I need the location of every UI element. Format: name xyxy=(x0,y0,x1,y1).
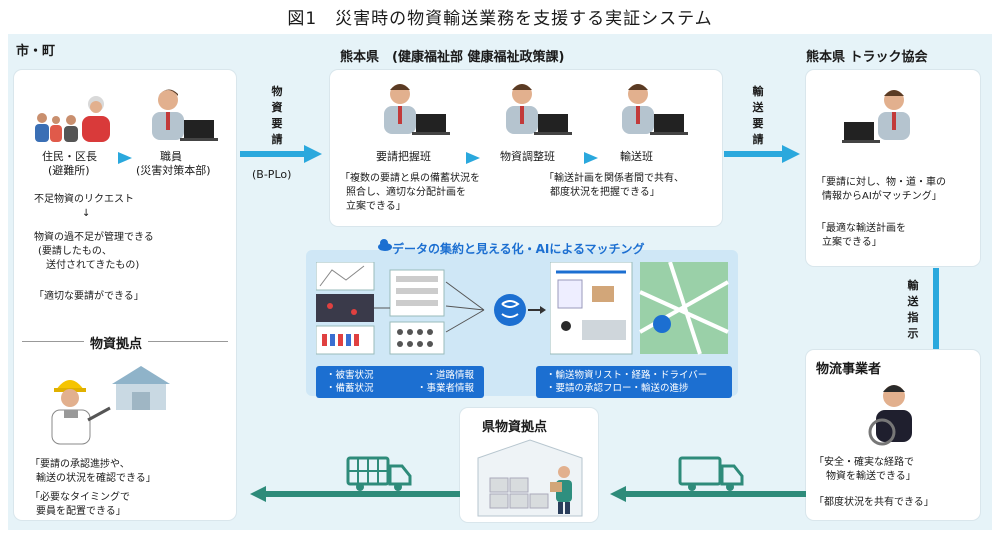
arrow-logistics-to-depot xyxy=(610,486,806,502)
label-transport-instruction: 輸送指示 xyxy=(907,279,919,340)
truck-icon-left xyxy=(346,456,412,491)
arrow-transport-request xyxy=(724,145,800,163)
input-data-graphics xyxy=(316,262,485,355)
city-line2: 物資の過不足が管理できる xyxy=(34,232,154,243)
truck-icon-right xyxy=(678,456,744,491)
pref-depot-heading: 県物資拠点 xyxy=(482,420,548,435)
depot-building-icon xyxy=(112,366,170,410)
team1-label: 要請把握班 xyxy=(376,150,431,163)
driver-icon xyxy=(868,385,912,446)
depot-quote1-l2: 輸送の状況を確認できる」 xyxy=(36,473,156,484)
pref-quote2-l2: 都度状況を把握できる」 xyxy=(550,187,660,198)
warehouse-boxes-icon xyxy=(477,439,583,517)
ai-brain-icon xyxy=(494,294,546,326)
output-data-graphics xyxy=(550,262,729,355)
system-name: (B-PLo) xyxy=(252,168,292,181)
label-transport-request: 輸送要請 xyxy=(752,85,764,146)
output-data-list: ・輸送物資リスト・経路・ドライバー ・要請の承認フロー・輸送の進捗 xyxy=(536,366,732,398)
pref-quote2-l1: 「輸送計画を関係者間で共有、 xyxy=(544,173,684,184)
truck-quote2-l2: 立案できる」 xyxy=(822,237,882,248)
pref-quote1-l3: 立案できる」 xyxy=(346,201,406,212)
cloud-icon xyxy=(378,239,392,251)
label-material-request: 物資要請 xyxy=(271,85,283,146)
city-card xyxy=(14,70,236,520)
input-data-list: ・被害状況・道路情報 ・備蓄状況・事業者情報 xyxy=(316,366,484,398)
team2-person-icon xyxy=(506,84,572,135)
city-down-arrow: ↓ xyxy=(82,208,91,219)
staff-sub: (災害対策本部) xyxy=(136,164,211,177)
pref-quote1-l1: 「複数の要請と県の備蓄状況を xyxy=(340,173,480,184)
city-line1: 不足物資のリクエスト xyxy=(34,194,134,205)
arrow-material-request xyxy=(240,145,322,163)
residents-icon xyxy=(35,96,110,142)
staff-label: 職員 xyxy=(160,150,182,163)
team3-person-icon xyxy=(622,84,688,135)
logistics-quote1-l2: 物資を輸送できる」 xyxy=(826,471,916,482)
arrow-resident-to-staff xyxy=(118,152,132,164)
depot-heading: 物資拠点 xyxy=(84,333,149,352)
logistics-quote1-l1: 「安全・確実な経路で xyxy=(814,457,914,468)
arrow-pref-depot-to-depot xyxy=(250,486,460,502)
figure-title: 図1 災害時の物資輸送業務を支援する実証システム xyxy=(287,9,713,29)
truck-quote1-l1: 「要請に対し、物・道・車の xyxy=(816,177,946,188)
team3-label: 輸送班 xyxy=(620,150,653,163)
logistics-quote2: 「都度状況を共有できる」 xyxy=(814,497,934,508)
arrow-team2-to-team3 xyxy=(584,152,598,164)
depot-quote1-l1: 「要請の承認進捗や、 xyxy=(30,459,130,470)
staff-icon xyxy=(152,89,218,141)
truck-assoc-person-icon xyxy=(842,90,910,143)
truck-quote2-l1: 「最適な輸送計画を xyxy=(816,223,906,234)
arrow-team1-to-team2 xyxy=(466,152,480,164)
team1-person-icon xyxy=(384,84,450,135)
city-heading: 市・町 xyxy=(16,44,56,59)
depot-quote2-l2: 要員を配置できる」 xyxy=(36,506,126,517)
truck-quote1-l2: 情報からAIがマッチング」 xyxy=(822,191,942,202)
resident-label: 住民・区長 xyxy=(42,150,97,163)
logistics-heading: 物流事業者 xyxy=(816,362,882,377)
prefecture-heading: 熊本県 (健康福祉部 健康福祉政策課) xyxy=(340,50,565,65)
city-quote: 「適切な要請ができる」 xyxy=(34,291,144,302)
city-line3: (要請したもの、 xyxy=(38,246,112,257)
pref-quote1-l2: 照合し、適切な分配計画を xyxy=(346,187,466,198)
depot-worker-icon xyxy=(51,380,111,445)
city-line4: 送付されてきたもの) xyxy=(46,260,140,271)
team2-label: 物資調整班 xyxy=(500,150,555,163)
resident-sub: (避難所) xyxy=(48,164,90,177)
depot-quote2-l1: 「必要なタイミングで xyxy=(30,492,130,503)
truck-assoc-heading: 熊本県 トラック協会 xyxy=(806,50,928,65)
ai-panel-title: データの集約と見える化・AIによるマッチング xyxy=(392,242,645,256)
